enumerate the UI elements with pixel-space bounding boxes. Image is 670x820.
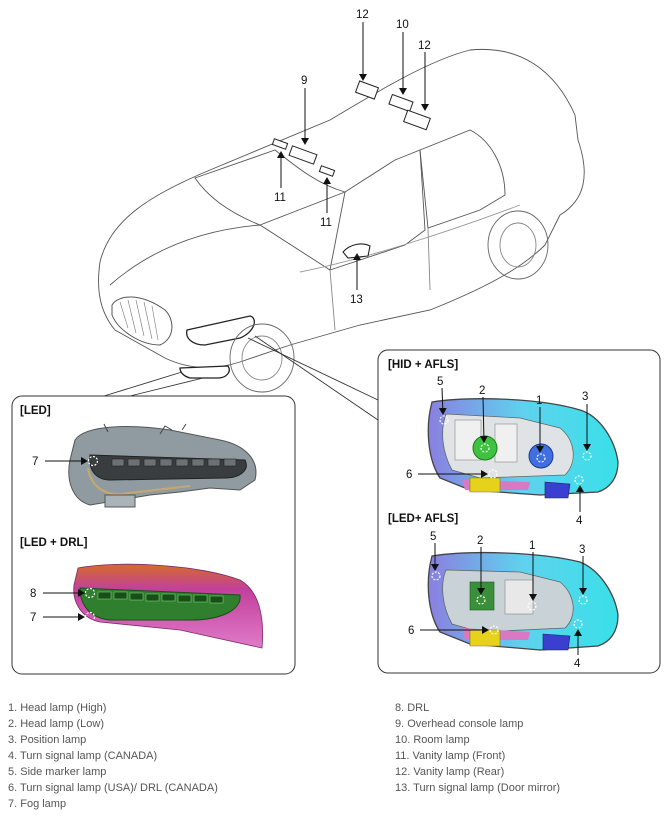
callout-6-hid: 6 <box>406 469 412 481</box>
callout-12-rear-left: 12 <box>356 9 369 21</box>
led-drl-illustration <box>73 563 264 649</box>
legend-right: 8. DRL 9. Overhead console lamp 10. Room… <box>395 700 560 796</box>
legend-item: 7. Fog lamp <box>8 798 67 810</box>
lamp-location-diagram: 12 10 12 9 11 11 13 [LED] 7 [LED + DRL] <box>11 9 661 675</box>
callout-4-ledafls: 4 <box>574 658 581 670</box>
callout-1-ledafls: 1 <box>529 540 535 552</box>
led-fog-lamp-illustration <box>68 423 257 508</box>
panel-title-led-afls: [LED+ AFLS] <box>388 513 458 525</box>
legend-item: 8. DRL <box>395 702 430 714</box>
legend-item: 2. Head lamp (Low) <box>8 718 104 730</box>
callout-2-ledafls: 2 <box>477 535 483 547</box>
legend-item: 5. Side marker lamp <box>8 766 107 778</box>
legend-item: 6. Turn signal lamp (USA)/ DRL (CANADA) <box>8 782 218 794</box>
callout-5-ledafls: 5 <box>430 531 436 543</box>
callout-11-right: 11 <box>320 217 332 229</box>
callout-1-hid: 1 <box>536 395 542 407</box>
legend-item: 9. Overhead console lamp <box>395 718 524 730</box>
led-afls-headlamp-illustration <box>427 551 619 651</box>
callout-12-rear-right: 12 <box>418 40 431 52</box>
legend-item: 11. Vanity lamp (Front) <box>395 750 506 762</box>
hid-afls-headlamp-illustration <box>427 398 619 499</box>
panel-title-led-drl: [LED + DRL] <box>20 537 88 549</box>
callout-5-hid: 5 <box>437 376 443 388</box>
legend-left: 1. Head lamp (High) 2. Head lamp (Low) 3… <box>8 700 218 812</box>
callout-9: 9 <box>301 75 307 87</box>
callout-11-left: 11 <box>274 192 286 204</box>
callout-6-ledafls: 6 <box>408 625 414 637</box>
legend-item: 1. Head lamp (High) <box>8 702 107 714</box>
legend-item: 12. Vanity lamp (Rear) <box>395 766 505 778</box>
callout-10: 10 <box>396 19 409 31</box>
panel-title-hid-afls: [HID + AFLS] <box>388 359 458 371</box>
callout-7-drl: 7 <box>30 612 36 624</box>
legend-item: 3. Position lamp <box>8 734 87 746</box>
car-illustration <box>98 48 585 393</box>
panel-title-led: [LED] <box>20 405 51 417</box>
legend-item: 4. Turn signal lamp (CANADA) <box>8 750 158 762</box>
legend-item: 10. Room lamp <box>395 734 470 746</box>
callout-3-ledafls: 3 <box>579 544 585 556</box>
callout-2-hid: 2 <box>479 385 485 397</box>
callout-8-drl: 8 <box>30 588 36 600</box>
legend-item: 13. Turn signal lamp (Door mirror) <box>395 782 561 794</box>
callout-4-hid: 4 <box>576 515 583 527</box>
callout-13: 13 <box>350 294 363 306</box>
callout-7-led: 7 <box>32 456 38 468</box>
callout-3-hid: 3 <box>582 391 588 403</box>
